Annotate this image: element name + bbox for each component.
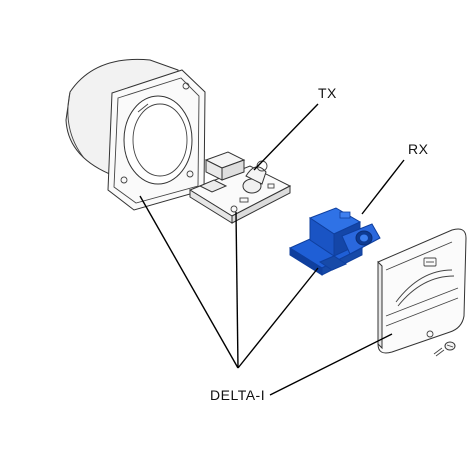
label-rx: RX: [408, 141, 429, 157]
delta-leader-duct: [139, 195, 239, 369]
delta-leader-tx: [235, 211, 239, 369]
delta-leader-rx: [237, 267, 319, 369]
leader-lines: [139, 103, 405, 396]
rx-leader: [361, 159, 405, 215]
screw: [433, 341, 456, 357]
delta-leader-cover: [269, 333, 393, 396]
label-delta-i: DELTA-I: [210, 387, 265, 403]
rx-module: [288, 207, 381, 276]
label-tx: TX: [318, 85, 337, 101]
tx-leader: [253, 103, 319, 171]
duct-housing: [65, 58, 206, 211]
front-cover: [377, 228, 467, 354]
tx-board: [188, 151, 292, 224]
